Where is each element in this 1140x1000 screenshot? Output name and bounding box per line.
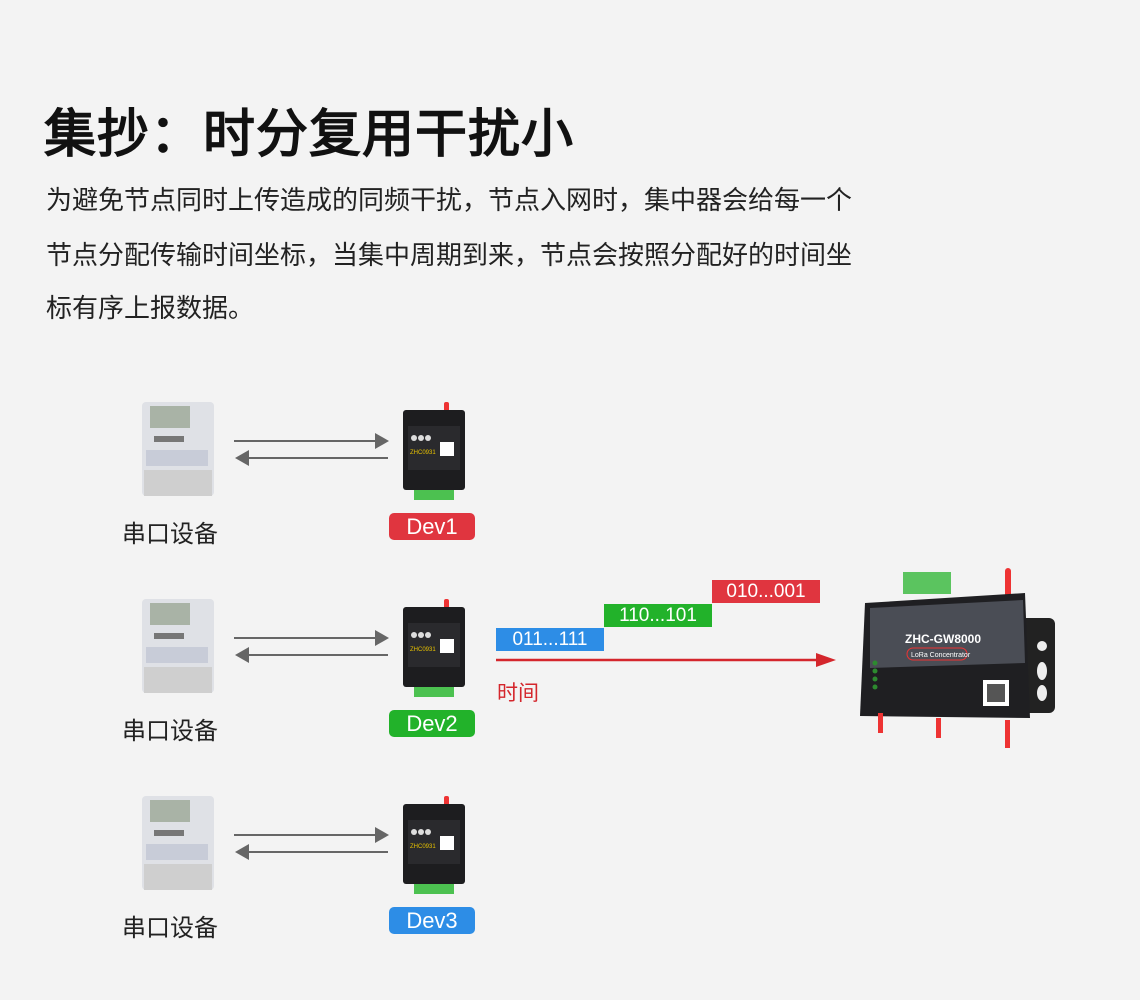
svg-text:ZHC0931: ZHC0931 [410,844,436,850]
device-badge-dev2: Dev2 [389,710,475,737]
gateway-device-image: ZHC-GW8000 LoRa Concentrator [860,568,1055,748]
serial-meter-image [142,796,214,890]
description-line-3: 标有序上报数据。 [46,294,255,324]
description-line-2: 节点分配传输时间坐标，当集中周期到来，节点会按照分配好的时间坐 [46,241,853,271]
lora-module-image: ZHC0931 [403,402,465,500]
bidirectional-arrows [234,630,389,663]
gateway-model-text: ZHC-GW8000 [905,632,981,646]
page-title: 集抄：时分复用干扰小 [44,105,575,165]
serial-meter-image [142,599,214,693]
serial-device-label: 串口设备 [122,717,218,745]
lora-module-image: ZHC0931 [403,599,465,697]
svg-text:ZHC0931: ZHC0931 [410,647,436,653]
lora-module-image: ZHC0931 [403,796,465,894]
time-arrow [496,653,836,667]
description-line-1: 为避免节点同时上传造成的同频干扰，节点入网时，集中器会给每一个 [46,186,853,216]
bidirectional-arrows [234,433,389,466]
packet-1: 011...111 [496,628,604,651]
packet-2: 110...101 [604,604,712,627]
packet-3: 010...001 [712,580,820,603]
serial-device-label: 串口设备 [122,520,218,548]
bidirectional-arrows [234,827,389,860]
time-label: 时间 [497,681,539,705]
gateway-subtitle-text: LoRa Concentrator [911,652,971,659]
serial-meter-image [142,402,214,496]
serial-device-label: 串口设备 [122,914,218,942]
svg-text:ZHC0931: ZHC0931 [410,450,436,456]
device-badge-dev3: Dev3 [389,907,475,934]
device-badge-dev1: Dev1 [389,513,475,540]
